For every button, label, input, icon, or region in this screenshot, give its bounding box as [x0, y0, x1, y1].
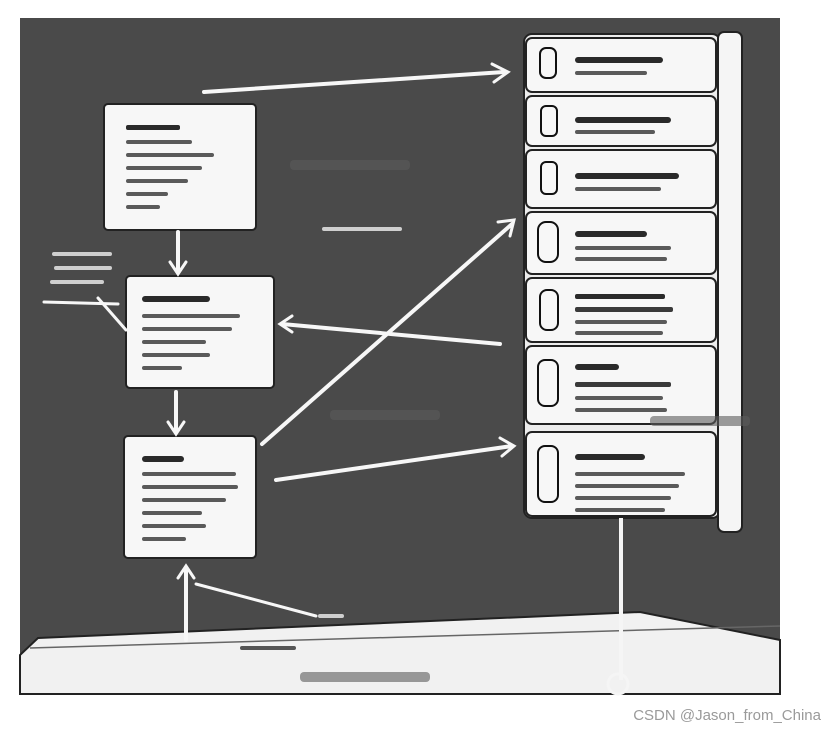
arrow-row5-to-card2 — [280, 322, 502, 346]
flow-card-2 — [125, 275, 275, 389]
base-shelf-edge — [29, 625, 781, 649]
device-icon — [537, 445, 559, 503]
cabinet-row-1 — [525, 37, 717, 93]
device-icon — [537, 359, 559, 407]
arrow-card3-to-row7 — [274, 444, 514, 482]
device-icon — [540, 105, 558, 137]
cabinet-row-5 — [525, 277, 717, 343]
floating-label-left — [50, 252, 112, 284]
cabinet-row-7 — [525, 431, 717, 517]
arrow-top-to-row1 — [202, 70, 506, 94]
cabinet-row-4 — [525, 211, 717, 275]
device-icon — [537, 221, 559, 263]
base-shelf — [19, 610, 781, 695]
watermark-marks — [290, 160, 750, 682]
floating-label-middle — [322, 227, 402, 231]
flow-card-1 — [103, 103, 257, 231]
cabinet-foot-icon — [606, 672, 630, 696]
device-icon — [540, 161, 558, 195]
device-icon — [539, 289, 559, 331]
image-caption: CSDN @Jason_from_China — [633, 707, 821, 724]
floating-label-bottom — [240, 614, 344, 650]
connector-lines — [42, 62, 517, 642]
cabinet-row-3 — [525, 149, 717, 209]
cabinet-row-6 — [525, 345, 717, 425]
flow-card-3 — [123, 435, 257, 559]
arrow-left-input — [42, 300, 120, 306]
device-icon — [539, 47, 557, 79]
cabinet-row-2 — [525, 95, 717, 147]
